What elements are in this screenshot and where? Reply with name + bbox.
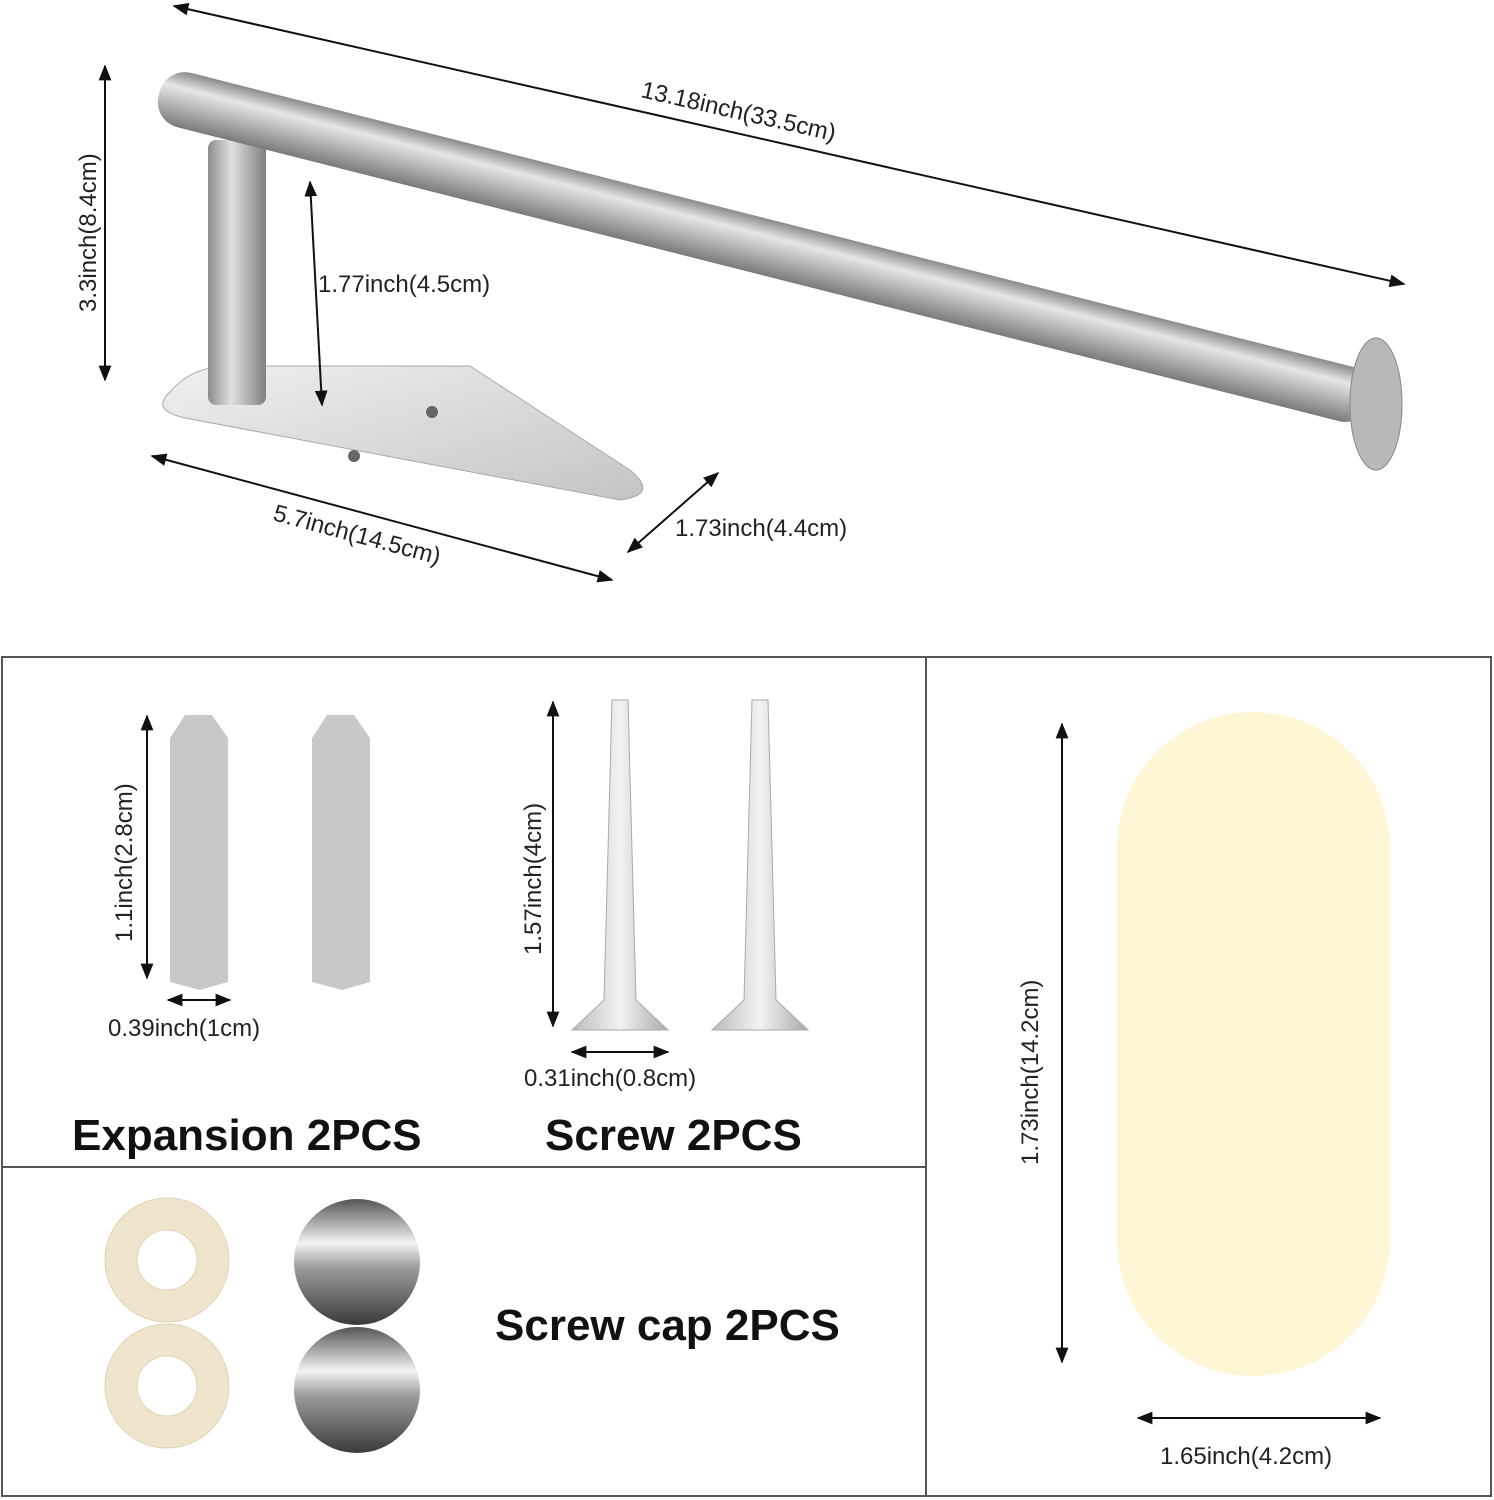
screw-caps xyxy=(104,1197,420,1453)
post-label: 1.77inch(4.5cm) xyxy=(318,271,490,298)
screw-title: Screw 2PCS xyxy=(545,1111,802,1160)
screws xyxy=(570,699,810,1031)
expansion-width-label: 0.39inch(1cm) xyxy=(108,1015,260,1042)
expansion-height-label: 1.1inch(2.8cm) xyxy=(111,783,138,942)
pad-width-label: 1.65inch(4.2cm) xyxy=(1160,1443,1332,1470)
screw-height-label: 1.57inch(4cm) xyxy=(520,803,547,955)
expansion-plugs xyxy=(170,715,370,990)
support-post xyxy=(208,140,266,405)
expansion-title: Expansion 2PCS xyxy=(72,1111,422,1160)
height-label: 3.3inch(8.4cm) xyxy=(75,153,102,312)
base-length-arrow xyxy=(150,453,614,583)
end-cap xyxy=(1349,337,1403,471)
post-arrow xyxy=(304,180,328,407)
length-arrow xyxy=(172,2,1406,288)
screw-width-label: 0.31inch(0.8cm) xyxy=(524,1065,696,1092)
base-width-arrow xyxy=(626,471,720,554)
screw-cap-title: Screw cap 2PCS xyxy=(495,1301,840,1350)
adhesive-pad xyxy=(1117,712,1390,1376)
plate-hole xyxy=(348,450,360,462)
base-width-label: 1.73inch(4.4cm) xyxy=(675,515,847,542)
pad-height-label: 1.73inch(14.2cm) xyxy=(1017,980,1044,1165)
accessories-frame xyxy=(1,656,1492,1497)
length-label: 13.18inch(33.5cm) xyxy=(639,77,839,147)
plate-hole xyxy=(426,406,438,418)
